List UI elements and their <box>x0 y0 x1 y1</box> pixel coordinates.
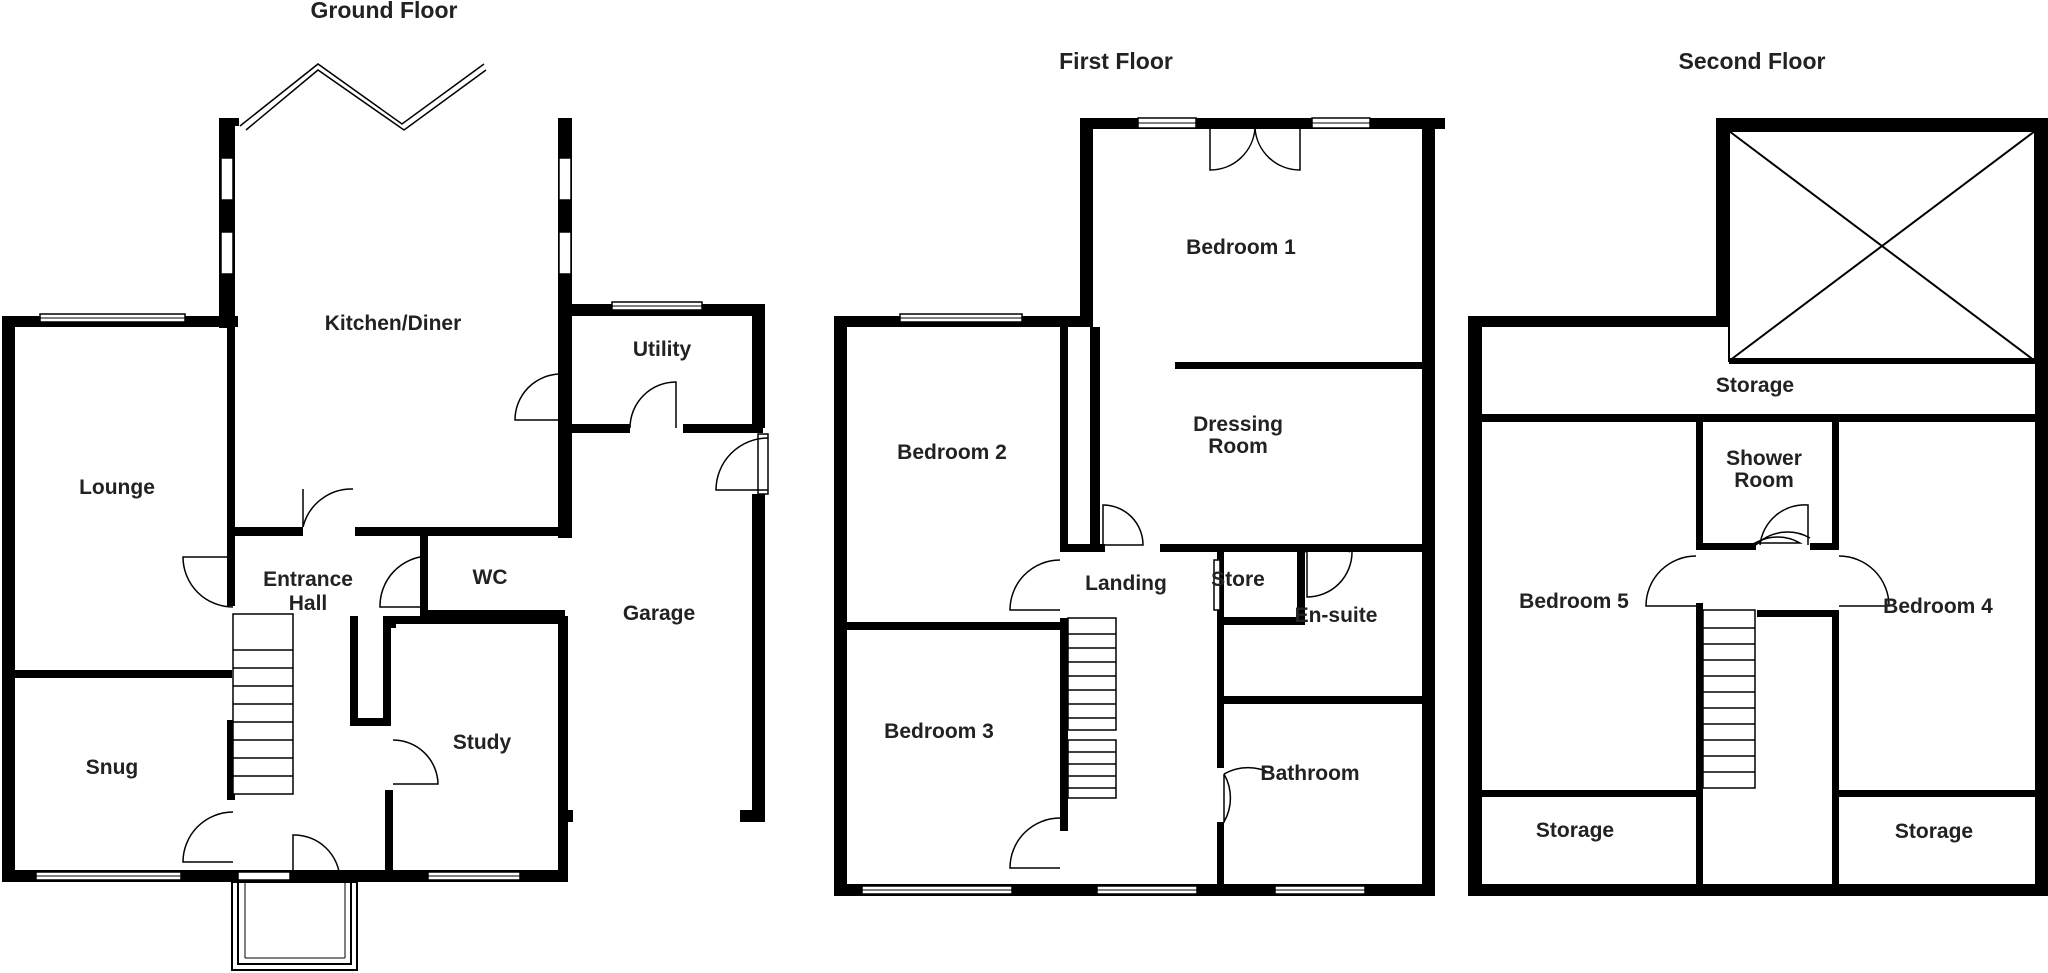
utility-label: Utility <box>633 338 692 361</box>
bedroom-4-label: Bedroom 4 <box>1883 595 1993 618</box>
ground-floor-title: Ground Floor <box>311 0 458 23</box>
wc-label: WC <box>473 566 508 589</box>
storage-left-label: Storage <box>1536 819 1614 842</box>
bedroom-3-label: Bedroom 3 <box>884 720 994 743</box>
first-floor-title: First Floor <box>1059 48 1173 74</box>
snug-label: Snug <box>86 756 139 779</box>
landing-label: Landing <box>1085 572 1167 595</box>
bathroom-label: Bathroom <box>1260 762 1359 785</box>
lounge-label: Lounge <box>79 476 155 499</box>
bedroom-2-label: Bedroom 2 <box>897 441 1007 464</box>
storage-right-label: Storage <box>1895 820 1973 843</box>
bedroom-1-label: Bedroom 1 <box>1186 236 1296 259</box>
second-floor-plan: Second Floor Storage Shower Room Bedroom… <box>1468 48 2048 896</box>
study-label: Study <box>453 731 512 754</box>
dressing-room-label-line2: Room <box>1208 435 1268 458</box>
en-suite-label: En-suite <box>1295 604 1378 627</box>
dressing-room-label-line1: Dressing <box>1193 413 1283 436</box>
garage-label: Garage <box>623 602 695 625</box>
store-label: Store <box>1211 568 1265 591</box>
kitchen-diner-label: Kitchen/Diner <box>325 312 462 335</box>
entrance-hall-label-line1: Entrance <box>263 568 353 591</box>
entrance-hall-label-line2: Hall <box>289 592 328 615</box>
shower-room-label-line2: Room <box>1734 469 1794 492</box>
first-floor-plan: First Floor Bedroom 1 Bedroom 2 Dressing… <box>834 48 1445 896</box>
ground-floor-plan: Ground Floor Kitchen/Diner Utility Loung… <box>2 0 769 971</box>
bedroom-5-label: Bedroom 5 <box>1519 590 1629 613</box>
second-floor-title: Second Floor <box>1679 48 1826 74</box>
shower-room-label-line1: Shower <box>1726 447 1802 470</box>
storage-top-label: Storage <box>1716 374 1794 397</box>
